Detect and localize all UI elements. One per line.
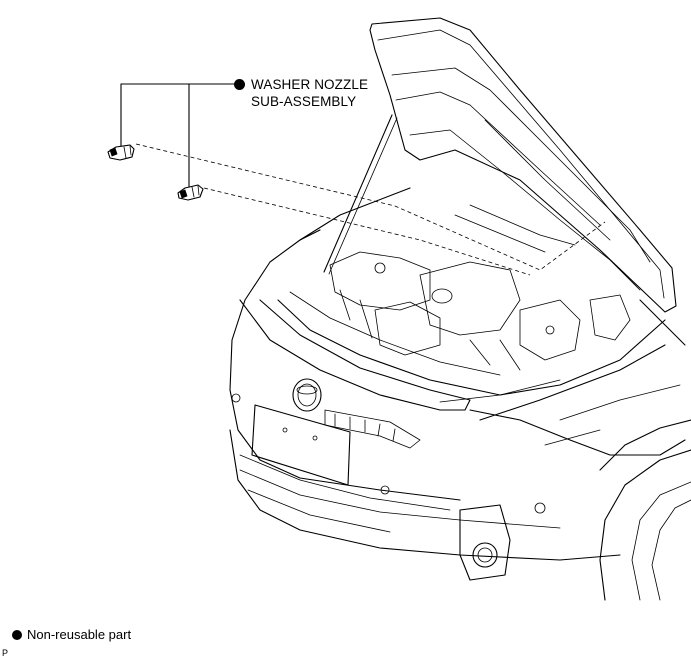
washer-nozzle-callout: WASHER NOZZLE SUB-ASSEMBLY: [251, 76, 368, 110]
washer-nozzle-left: [107, 144, 135, 161]
legend: Non-reusable part: [12, 627, 131, 642]
legend-text: Non-reusable part: [27, 627, 132, 642]
non-reusable-part-marker: [234, 79, 245, 90]
callout-line-1: WASHER NOZZLE: [251, 77, 369, 92]
open-hood: [369, 17, 677, 313]
installation-dashed-lines: [135, 143, 606, 276]
hood-support-rod: [323, 114, 398, 275]
figure-code: P: [2, 648, 9, 658]
legend-marker: [12, 630, 22, 640]
vehicle-body: [229, 187, 691, 601]
washer-nozzle-right: [177, 184, 204, 201]
callout-line-2: SUB-ASSEMBLY: [251, 94, 357, 109]
callout-leader-lines: [120, 83, 235, 189]
